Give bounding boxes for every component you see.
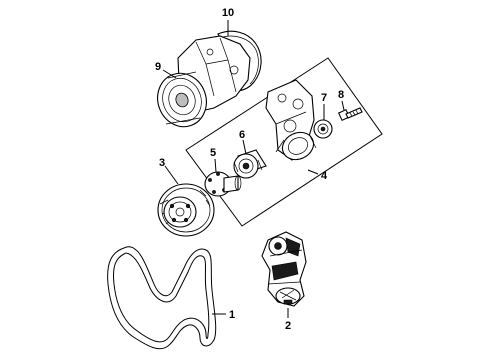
leader-lines <box>162 20 345 318</box>
callout-1: 1 <box>229 309 235 321</box>
callout-8: 8 <box>338 89 344 101</box>
callout-7: 7 <box>321 92 327 104</box>
callout-2: 2 <box>285 320 291 332</box>
callout-labels: 10 9 3 5 6 7 8 4 2 1 <box>155 7 344 332</box>
callout-10: 10 <box>222 7 234 19</box>
callout-3: 3 <box>159 157 165 169</box>
hub-part-5[interactable] <box>204 171 242 197</box>
crank-pulley-part-3[interactable] <box>157 183 215 237</box>
idler-pulley-part-6[interactable] <box>233 149 267 179</box>
callout-9: 9 <box>155 61 161 73</box>
callout-4: 4 <box>321 170 328 182</box>
leader-3 <box>164 165 179 185</box>
leader-5 <box>214 158 217 173</box>
water-pump-part-9[interactable] <box>150 35 251 134</box>
leader-4 <box>307 169 319 175</box>
bolt-part-8[interactable] <box>337 107 363 122</box>
pulley-part-7[interactable] <box>313 119 333 139</box>
belt-tensioner-part-2[interactable] <box>261 231 307 307</box>
callout-5: 5 <box>210 147 216 159</box>
leader-8 <box>341 100 345 111</box>
callout-6: 6 <box>239 129 245 141</box>
leader-9 <box>162 69 177 79</box>
leader-6 <box>242 139 247 155</box>
idler-bracket-part-4[interactable] <box>265 79 318 165</box>
serpentine-belt-part-1[interactable] <box>107 246 217 350</box>
